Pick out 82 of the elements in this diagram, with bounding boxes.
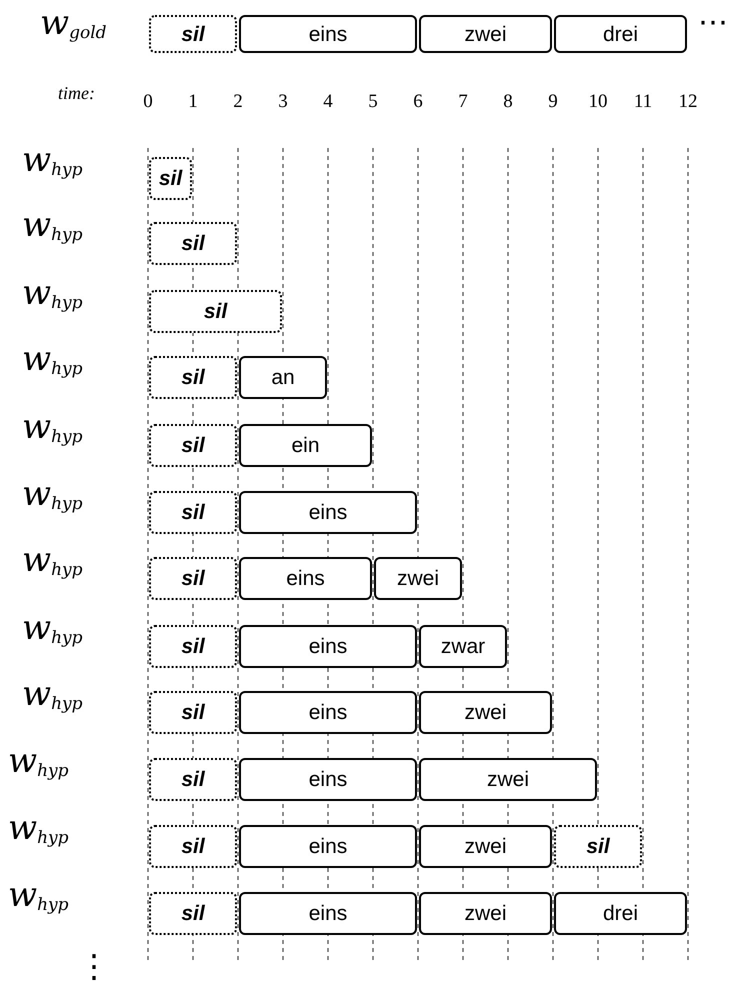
variable-label: w$_{hyp}$: [22, 276, 83, 310]
segment-word: sil: [181, 502, 205, 523]
silence-segment: [149, 625, 237, 668]
variable-label: w$_{hyp}$: [22, 208, 83, 242]
word-segment: [239, 15, 417, 53]
segment-word: zwei: [396, 568, 439, 589]
segment-word: sil: [181, 636, 205, 657]
variable-label: w$_{hyp}$: [22, 143, 83, 177]
word-segment: [419, 758, 597, 801]
silence-segment: [149, 424, 237, 467]
segment-word: eins: [308, 24, 348, 44]
ellipsis: ⋯: [698, 8, 728, 38]
segment-word: zwei: [464, 24, 506, 44]
word-segment: [554, 892, 687, 935]
word-segment: [239, 557, 372, 600]
segment-word: sil: [181, 903, 205, 924]
segment-word: zwei: [464, 903, 506, 924]
segment-word: zwei: [464, 702, 506, 723]
variable-label: w$_{hyp}$: [22, 342, 83, 376]
silence-segment: [149, 157, 192, 200]
word-segment: [419, 825, 552, 868]
variable-label: w$_{hyp}$: [22, 410, 83, 444]
word-segment: [239, 691, 417, 734]
word-segment: [239, 825, 417, 868]
segment-word: sil: [181, 24, 205, 44]
word-segment: [554, 15, 687, 53]
ellipsis: ⋮: [78, 950, 110, 982]
segment-word: eins: [308, 903, 348, 924]
word-segment: [239, 758, 417, 801]
variable-label: w$_{hyp}$: [22, 677, 83, 711]
segment-word: zwei: [486, 769, 529, 790]
silence-segment: [149, 15, 237, 53]
word-segment: [419, 625, 507, 668]
segment-word: sil: [181, 568, 205, 589]
segment-word: sil: [204, 301, 228, 322]
silence-segment: [554, 825, 642, 868]
segment-word: eins: [308, 836, 348, 857]
variable-label: w$_{hyp}$: [8, 744, 69, 778]
variable-label: w$_{hyp}$: [22, 543, 83, 577]
silence-segment: [149, 222, 237, 265]
segment-word: eins: [308, 769, 348, 790]
segment-word: zwei: [464, 836, 506, 857]
word-segment: [374, 557, 462, 600]
variable-label: w$_{hyp}$: [8, 878, 69, 912]
axis-label: time:: [58, 84, 95, 102]
silence-segment: [149, 825, 237, 868]
segment-word: eins: [286, 568, 325, 589]
word-segment: [239, 424, 372, 467]
segment-word: sil: [181, 233, 205, 254]
word-segment: [239, 356, 327, 399]
segment-word: sil: [158, 168, 182, 189]
silence-segment: [149, 557, 237, 600]
word-segment: [239, 625, 417, 668]
segment-word: sil: [586, 836, 610, 857]
silence-segment: [149, 758, 237, 801]
segment-word: drei: [602, 24, 638, 44]
silence-segment: [149, 892, 237, 935]
segment-word: sil: [181, 769, 205, 790]
segment-word: drei: [602, 903, 638, 924]
word-segment: [239, 491, 417, 534]
silence-segment: [149, 290, 282, 333]
segment-word: zwar: [440, 636, 486, 657]
segment-word: an: [271, 367, 295, 388]
segment-word: sil: [181, 435, 205, 456]
word-segment: [419, 691, 552, 734]
word-segment: [419, 15, 552, 53]
silence-segment: [149, 491, 237, 534]
segment-word: eins: [308, 502, 348, 523]
variable-label: w$_{hyp}$: [22, 611, 83, 645]
segment-word: eins: [308, 702, 348, 723]
segment-word: sil: [181, 367, 205, 388]
segment-word: sil: [181, 702, 205, 723]
word-segment: [239, 892, 417, 935]
word-segment: [419, 892, 552, 935]
segment-word: sil: [181, 836, 205, 857]
silence-segment: [149, 691, 237, 734]
segment-word: ein: [291, 435, 320, 456]
variable-label: w$_{hyp}$: [8, 811, 69, 845]
segment-word: eins: [308, 636, 348, 657]
variable-label: w$_{hyp}$: [22, 477, 83, 511]
variable-label: w$_{gold}$: [40, 6, 107, 40]
silence-segment: [149, 356, 237, 399]
